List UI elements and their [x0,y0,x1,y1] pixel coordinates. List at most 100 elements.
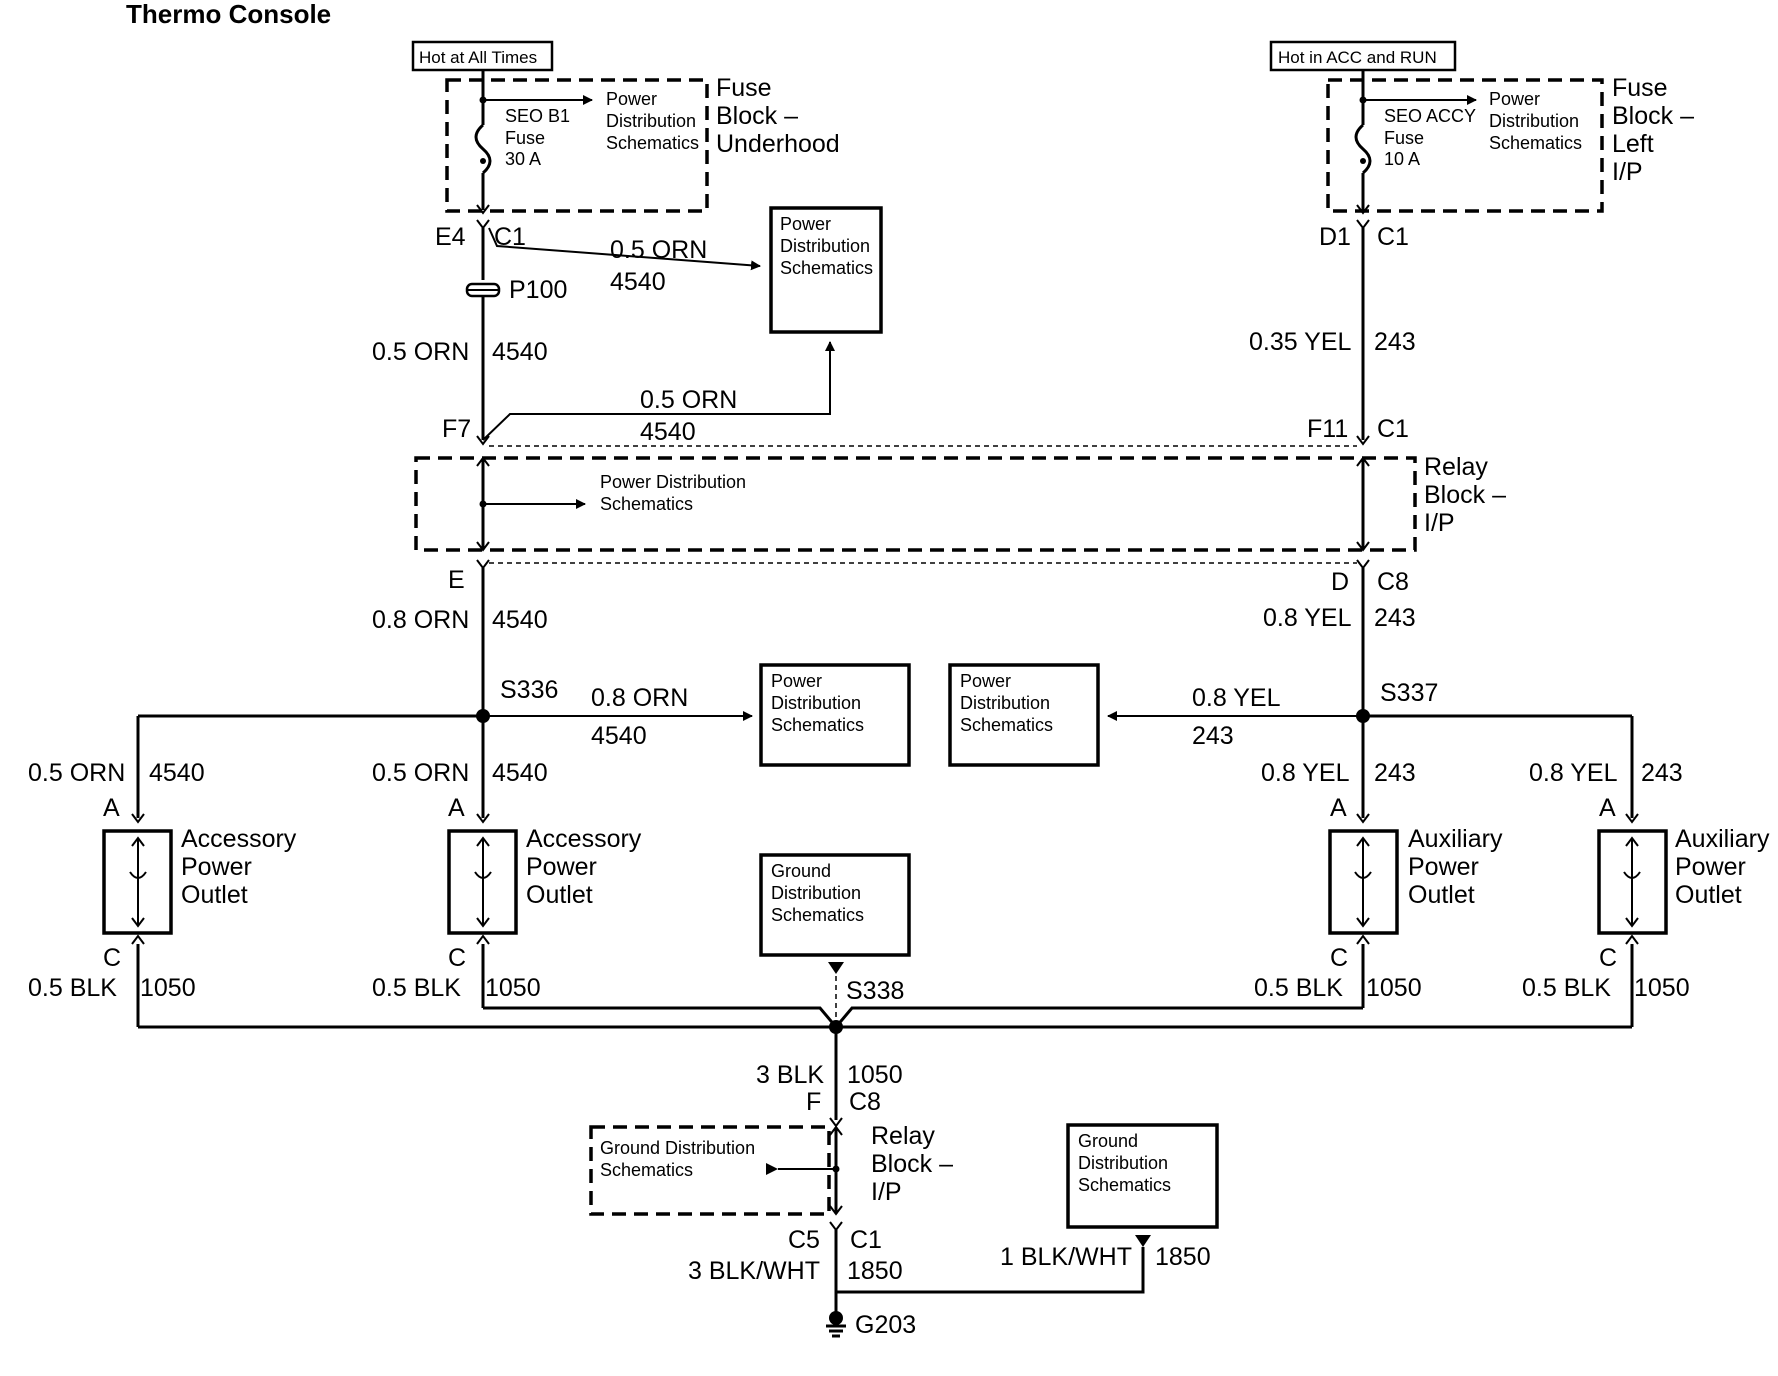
outlet-socket-icon [1354,871,1372,879]
auxiliary-power-outlet-2: A C Auxiliary Power Outlet [1597,794,1770,972]
label-w-1blkwht: 1 BLK/WHT [1000,1243,1132,1271]
label-C5: C5 [788,1226,820,1254]
label-F11: F11 [1307,415,1348,443]
label-aux-2: Power [1408,853,1479,881]
label-apo-2: Power [526,853,597,881]
label-c-1050: 1050 [1366,974,1422,1002]
label-fb-lip-3: Left [1612,130,1654,158]
label-pds-2: Distribution [771,693,861,713]
label-F: F [806,1088,821,1116]
label-pds-3: Schematics [960,715,1053,735]
relay-block-ip-lower [589,1125,831,1216]
label-aux-1: Auxiliary [1675,825,1770,853]
label-w-3blkwht: 3 BLK/WHT [688,1257,820,1285]
accessory-power-outlet-2: A C Accessory Power Outlet [447,794,642,972]
label-E: E [448,566,465,594]
label-rb-2: Block – [1424,481,1506,509]
label-pds-3: Schematics [780,258,873,278]
ground-g203-label: G203 [855,1311,916,1339]
label-pds-3: Schematics [606,133,699,153]
label-C1: C1 [1377,415,1409,443]
label-gds-inline: Ground Distribution [600,1138,755,1158]
label-S338: S338 [846,977,904,1005]
label-w-08yel: 0.8 YEL [1192,684,1281,712]
label-apo-2: Power [181,853,252,881]
label-F7: F7 [442,415,471,443]
label-pds-2: Distribution [606,111,696,131]
label-E4: E4 [435,223,466,251]
hot-at-all-times-label: Hot at All Times [419,48,537,67]
fuse-block-underhood-label-3: Underhood [716,130,840,158]
hot-in-acc-run-label: Hot in ACC and RUN [1278,48,1437,67]
label-c-243: 243 [1374,328,1416,356]
label-c-1050: 1050 [847,1061,903,1089]
label-w-05blk: 0.5 BLK [1254,974,1343,1002]
label-C1: C1 [1377,223,1409,251]
label-fb-lip-2: Block – [1612,102,1694,130]
label-w-035yel: 0.35 YEL [1249,328,1352,356]
label-C: C [1599,944,1617,972]
label-c-4540: 4540 [492,338,548,366]
label-c-1050: 1050 [485,974,541,1002]
label-c-1050: 1050 [1634,974,1690,1002]
label-gds-3: Schematics [771,905,864,925]
accessory-power-outlet-1: A C Accessory Power Outlet [102,794,297,972]
label-w-05blk: 0.5 BLK [1522,974,1611,1002]
label-fb-lip-4: I/P [1612,158,1643,186]
label-gds-2: Distribution [1078,1153,1168,1173]
label-w-05orn: 0.5 ORN [28,759,125,787]
power-distribution-box-3 [948,663,1100,767]
label-c-1050: 1050 [140,974,196,1002]
label-aux-3: Outlet [1408,881,1475,909]
label-c-4540: 4540 [591,722,647,750]
fuse-block-left-ip [1326,78,1604,213]
label-pds-1: Power [606,89,657,109]
label-pds-inline: Power Distribution [600,472,746,492]
label-aux-2: Power [1675,853,1746,881]
label-pds-1: Power [1489,89,1540,109]
fuse-block-underhood-label-2: Block – [716,102,798,130]
power-distribution-box-2 [759,663,911,767]
fuse-block-underhood-label-1: Fuse [716,74,772,102]
label-w-05blk: 0.5 BLK [372,974,461,1002]
label-D: D [1331,568,1349,596]
label-c-4540: 4540 [640,418,696,446]
label-fuse-b1-1: SEO B1 [505,106,570,126]
label-rb-3: I/P [1424,509,1455,537]
label-c-243: 243 [1374,759,1416,787]
label-w-05blk: 0.5 BLK [28,974,117,1002]
relay-block-ip-upper [414,456,1417,552]
label-c-4540: 4540 [492,759,548,787]
label-fb-lip-1: Fuse [1612,74,1668,102]
label-pds-inline2: Schematics [600,494,693,514]
label-pds-inline2: Schematics [600,1160,693,1180]
label-c-1850: 1850 [1155,1243,1211,1271]
label-C: C [448,944,466,972]
label-gds-3: Schematics [1078,1175,1171,1195]
power-distribution-box-1 [769,206,883,334]
label-A: A [1599,794,1616,822]
label-apo-1: Accessory [526,825,642,853]
label-c-1850: 1850 [847,1257,903,1285]
fuse-seo-b1-icon [474,123,492,175]
label-apo-1: Accessory [181,825,297,853]
label-fuse-accy-3: 10 A [1384,149,1420,169]
label-S336: S336 [500,676,558,704]
ground-distribution-box-2 [1066,1123,1219,1229]
label-D1: D1 [1319,223,1351,251]
label-pds-2: Distribution [780,236,870,256]
label-pds-1: Power [960,671,1011,691]
label-aux-3: Outlet [1675,881,1742,909]
label-w-08yel: 0.8 YEL [1529,759,1618,787]
label-gds-1: Ground [1078,1131,1138,1151]
outlet-socket-icon [129,871,147,879]
label-fuse-accy-1: SEO ACCY [1384,106,1476,126]
label-aux-1: Auxiliary [1408,825,1503,853]
label-c-243: 243 [1641,759,1683,787]
auxiliary-power-outlet-1: A C Auxiliary Power Outlet [1328,794,1503,972]
label-rb-3: I/P [871,1178,902,1206]
label-rb-1: Relay [871,1122,935,1150]
label-c-4540: 4540 [149,759,205,787]
diagram-title: Thermo Console [126,0,331,29]
